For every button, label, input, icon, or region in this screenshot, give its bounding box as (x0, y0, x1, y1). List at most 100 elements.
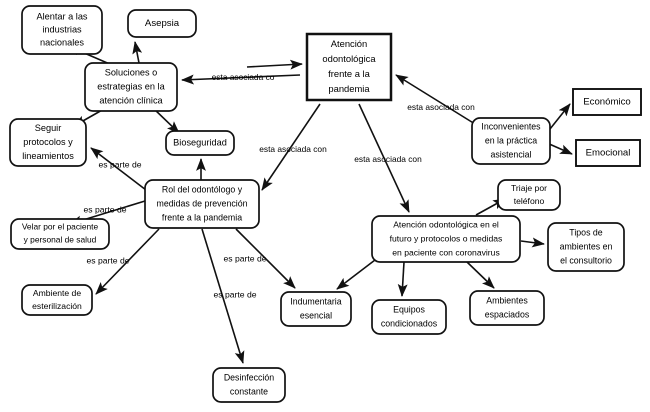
node-economico[interactable]: Económico (572, 88, 642, 116)
node-desinfeccion[interactable]: Desinfección constante (212, 367, 286, 403)
edge-soluciones-pandemia (246, 59, 303, 70)
edge-label-pandemia-rol: esta asociada con (259, 144, 327, 154)
edge-rol-seguir (90, 147, 147, 191)
node-box-ambiente-esterilizacion (21, 284, 93, 316)
node-velar[interactable]: Velar por el paciente y personal de salud (10, 218, 110, 250)
node-box-soluciones (84, 62, 178, 112)
node-box-indumentaria (280, 291, 352, 327)
node-label-atencion-pandemia-line-1: odontológica (322, 53, 376, 64)
node-label-seguir-line-1: protocolos y (23, 137, 73, 147)
node-label-equipos-line-1: condicionados (381, 318, 438, 328)
node-alentar[interactable]: Alentar a las industrias nacionales (21, 5, 103, 55)
node-box-triaje (497, 179, 561, 211)
node-box-asepsia (127, 9, 197, 38)
node-label-inconvenientes-line-1: en la práctica (485, 135, 537, 145)
edge-label-rol-ambiente: es parte de (87, 255, 130, 265)
node-label-alentar-line-2: nacionales (40, 37, 84, 47)
node-bioseguridad[interactable]: Bioseguridad (165, 130, 235, 156)
edge-rol-ambiente (95, 228, 160, 295)
node-box-inconvenientes (471, 117, 551, 165)
node-label-indumentaria-line-0: Indumentaria (290, 296, 341, 306)
edges-layer (67, 41, 573, 364)
node-box-tipos-ambientes (547, 222, 625, 272)
node-indumentaria[interactable]: Indumentaria esencial (280, 291, 352, 327)
edge-soluciones-asepsia (132, 41, 143, 64)
node-label-alentar-line-1: industrias (42, 24, 82, 34)
node-label-ambientes-espaciados-line-1: espaciados (485, 309, 530, 319)
node-atencion-futuro[interactable]: Atención odontológica en el futuro y prot… (371, 215, 521, 263)
node-label-atencion-pandemia-line-2: frente a la (328, 68, 370, 79)
node-label-desinfeccion-line-1: constante (230, 386, 268, 396)
node-box-rol-odontologo (144, 179, 260, 229)
edge-label-rol-velar: es parte de (84, 204, 127, 214)
node-label-triaje-line-1: teléfono (514, 196, 545, 206)
node-box-emocional (575, 139, 641, 167)
node-box-ambientes-espaciados (469, 290, 545, 326)
node-label-seguir-line-2: lineamientos (22, 151, 74, 161)
node-label-atencion-futuro-line-1: futuro y protocolos o medidas (390, 233, 503, 243)
node-label-inconvenientes-line-0: Inconvenientes (481, 121, 541, 131)
node-soluciones[interactable]: Soluciones o estrategias en la atención cl… (84, 62, 178, 112)
node-label-indumentaria-line-1: esencial (300, 310, 332, 320)
edge-futuro-tipos (520, 237, 545, 248)
node-label-triaje-line-0: Triaje por (511, 183, 547, 193)
node-box-velar (10, 218, 110, 250)
node-asepsia[interactable]: Asepsia (127, 9, 197, 38)
node-label-asepsia-line-0: Asepsia (145, 18, 180, 29)
node-triaje[interactable]: Triaje por teléfono (497, 179, 561, 211)
node-label-alentar-line-0: Alentar a las (36, 11, 87, 21)
node-label-ambientes-espaciados-line-0: Ambientes (486, 295, 528, 305)
node-box-atencion-pandemia (305, 32, 393, 102)
edge-label-inconvenientes-pandemia: esta asociada con (407, 102, 475, 112)
node-box-equipos (371, 299, 447, 335)
edge-futuro-ambientes (466, 261, 495, 289)
node-emocional[interactable]: Emocional (575, 139, 641, 167)
edge-inconvenientes-pandemia (395, 74, 476, 125)
edge-rol-desinfeccion (201, 228, 245, 364)
node-box-desinfeccion (212, 367, 286, 403)
node-label-equipos-line-0: Equipos (393, 304, 425, 314)
node-label-soluciones-line-1: estrategias en la (97, 81, 165, 91)
edge-label-rol-seguir: es parte de (99, 159, 142, 169)
node-label-ambiente-esterilizacion-line-0: Ambiente de (33, 288, 81, 298)
edge-pandemia-futuro (358, 103, 410, 213)
edge-futuro-indumentaria (336, 259, 376, 290)
node-label-atencion-futuro-line-0: Atención odontológica en el (393, 219, 499, 229)
edge-label-pandemia-soluciones: esta asociada co (212, 72, 275, 82)
node-label-rol-odontologo-line-2: frente a la pandemia (162, 212, 242, 222)
node-label-rol-odontologo-line-0: Rol del odontólogo y (162, 184, 243, 194)
node-box-bioseguridad (165, 130, 235, 156)
node-label-tipos-ambientes-line-1: ambientes en (560, 241, 613, 251)
node-label-bioseguridad-line-0: Bioseguridad (173, 137, 227, 147)
edge-label-rol-indumentaria: es parte de (224, 253, 267, 263)
edge-rol-indumentaria (235, 228, 296, 289)
node-box-atencion-futuro (371, 215, 521, 263)
node-label-soluciones-line-2: atención clínica (99, 95, 163, 105)
node-label-velar-line-1: y personal de salud (24, 235, 97, 245)
node-label-soluciones-line-0: Soluciones o (105, 67, 158, 77)
node-seguir[interactable]: Seguir protocolos y lineamientos (9, 118, 87, 167)
node-label-emocional-line-0: Emocional (586, 148, 631, 159)
node-label-atencion-pandemia-line-3: pandemia (328, 83, 370, 94)
node-label-tipos-ambientes-line-2: el consultorio (560, 255, 612, 265)
node-box-seguir (9, 118, 87, 167)
edge-label-pandemia-futuro: esta asociada con (354, 154, 422, 164)
nodes-layer: Alentar a las industrias nacionales Asepsia… (9, 5, 642, 403)
node-label-velar-line-0: Velar por el paciente (22, 222, 99, 232)
node-label-seguir-line-0: Seguir (35, 123, 62, 133)
node-ambientes-espaciados[interactable]: Ambientes espaciados (469, 290, 545, 326)
edge-inconvenientes-emocional (546, 142, 573, 155)
edge-pandemia-soluciones (181, 74, 301, 85)
node-label-desinfeccion-line-0: Desinfección (224, 372, 274, 382)
edge-label-rol-desinfeccion: es parte de (214, 289, 257, 299)
node-equipos[interactable]: Equipos condicionados (371, 299, 447, 335)
edge-futuro-equipos (397, 261, 408, 297)
node-label-economico-line-0: Económico (583, 97, 630, 108)
edge-pandemia-rol (261, 103, 321, 191)
